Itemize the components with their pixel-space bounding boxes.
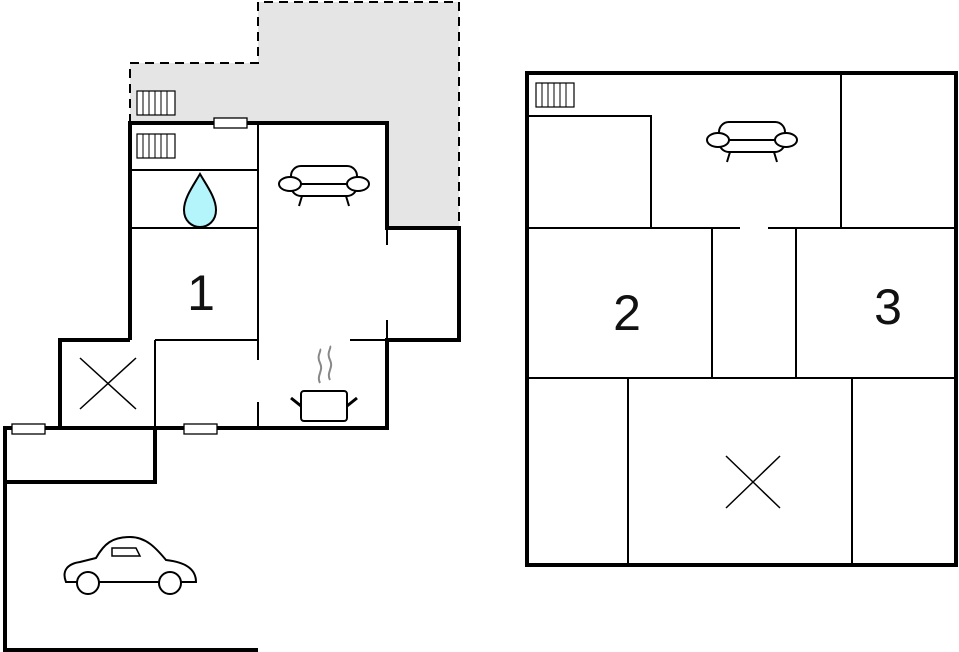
cooking-pot-icon [290,345,358,422]
interior-walls [130,123,388,428]
window-icon [183,423,218,435]
room-label-1: 1 [187,265,215,321]
staircase-icon [725,455,781,509]
radiator-icon [136,133,176,159]
radiator-icon [535,82,575,108]
radiator-icon [136,90,176,116]
upper-floor-plan: 2 3 [525,71,958,567]
water-drop-icon [182,172,218,229]
upper-interior-walls [527,73,956,565]
staircase-icon [79,357,137,410]
ground-floor-plan: 1 [3,1,461,652]
window-icon [213,117,248,129]
room-label-2: 2 [613,285,641,341]
room-label-3: 3 [874,279,902,335]
exterior-walls [58,121,461,430]
car-icon [63,535,198,595]
window-icon [11,423,46,435]
upper-exterior-walls [525,71,958,567]
